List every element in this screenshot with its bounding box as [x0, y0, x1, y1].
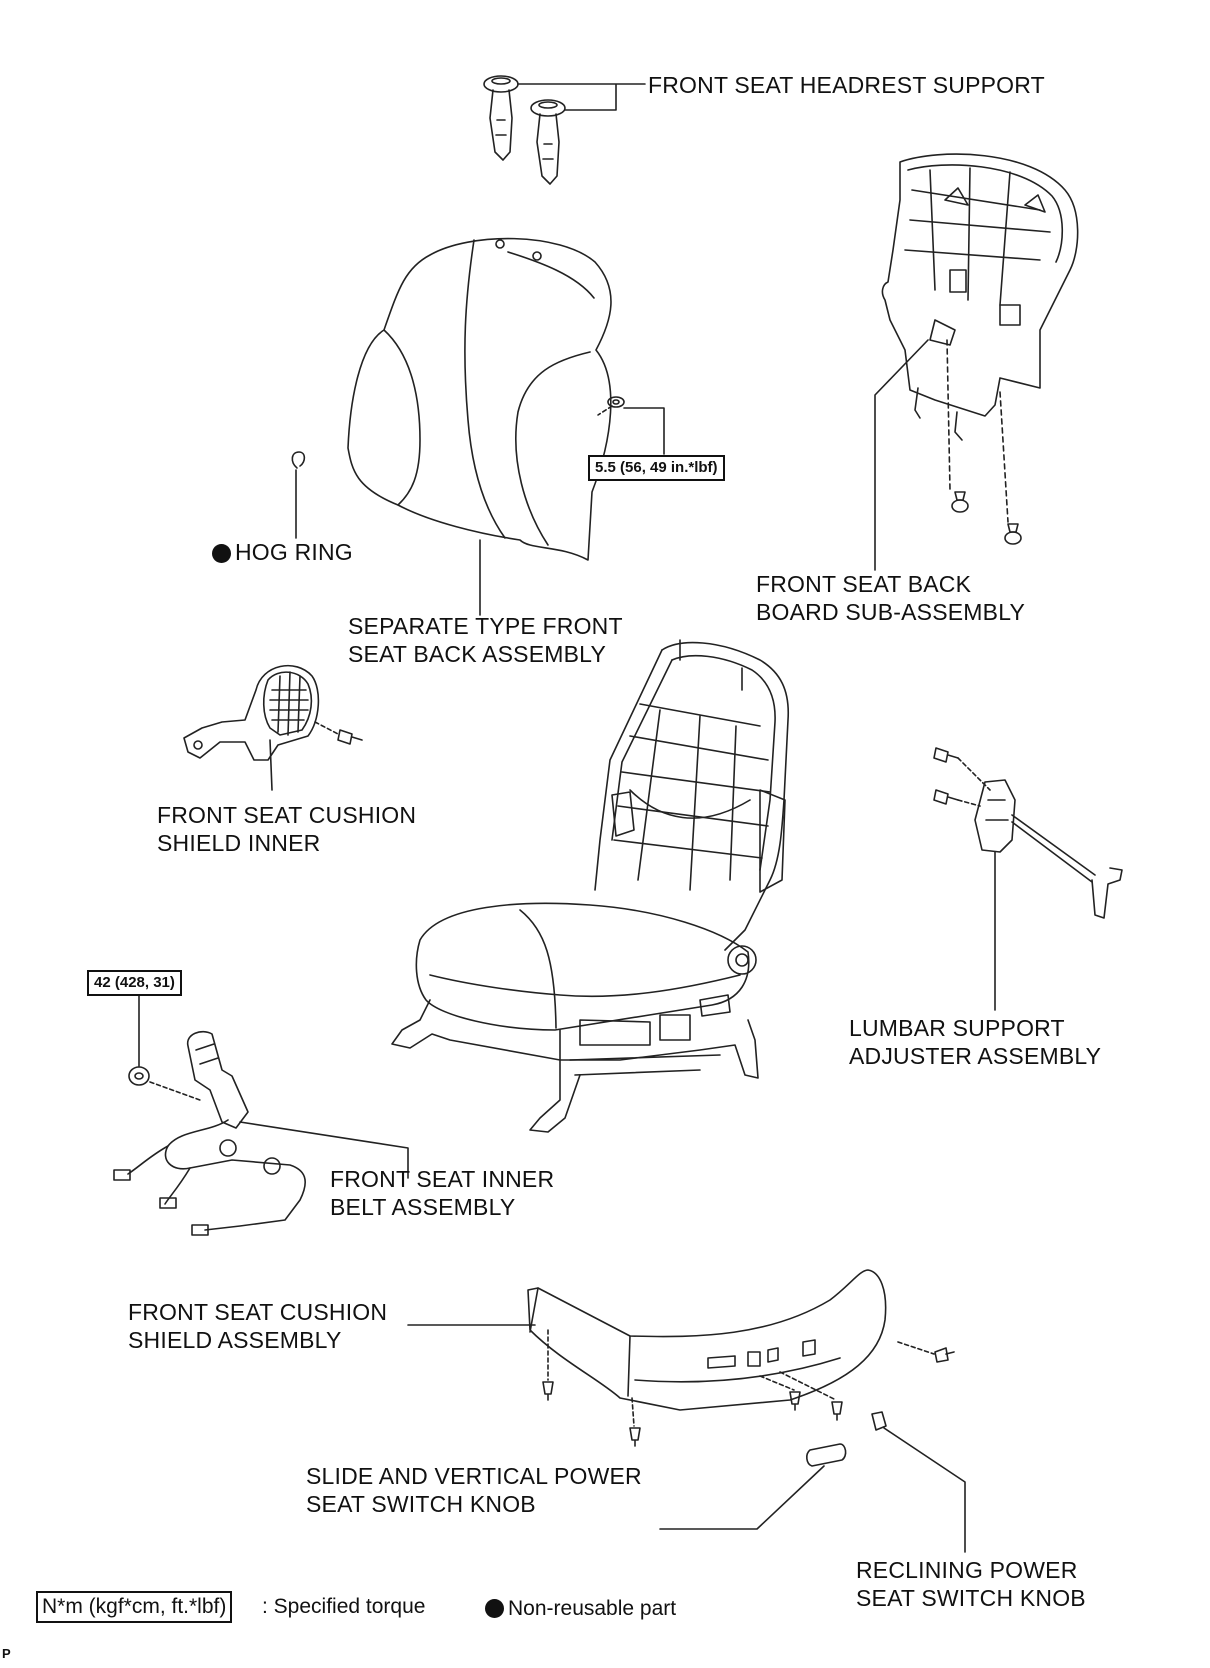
slide-knob	[806, 1443, 847, 1467]
cushion-shield-screws	[542, 1347, 955, 1447]
label-seat-back-line2: SEAT BACK ASSEMBLY	[348, 641, 606, 667]
label-seat-back-line1: SEPARATE TYPE FRONT	[348, 613, 623, 639]
recline-knob	[871, 1411, 887, 1431]
inner-belt	[113, 1030, 306, 1236]
headrest-support-right	[530, 99, 566, 185]
recline-knob-leader	[883, 1427, 966, 1553]
lumbar-screw-2	[933, 789, 959, 805]
label-slide-knob-line1: SLIDE AND VERTICAL POWER	[306, 1463, 642, 1489]
label-recline-knob-line2: SEAT SWITCH KNOB	[856, 1585, 1086, 1611]
label-back-board-line2: BOARD SUB-ASSEMBLY	[756, 599, 1026, 625]
seat-track	[391, 994, 759, 1133]
torque-leader-back	[623, 407, 665, 455]
label-shield-inner-line1: FRONT SEAT CUSHION	[157, 802, 417, 828]
label-hog-ring: HOG RING	[212, 538, 353, 567]
seat-back-cover	[347, 237, 612, 561]
label-headrest-support: FRONT SEAT HEADREST SUPPORT	[648, 72, 1045, 98]
belt-nut	[128, 1066, 150, 1086]
back-board	[881, 153, 1079, 441]
headrest-support-left	[483, 75, 519, 161]
lumbar-screw-1	[933, 747, 959, 763]
legend-nonreusable: Non-reusable part	[485, 1595, 676, 1623]
torque-belt-nut: 42 (428, 31)	[87, 970, 182, 996]
cushion-shield-assembly	[407, 1269, 887, 1411]
non-reusable-legend-dot-icon	[485, 1599, 504, 1618]
lumbar-adjuster	[974, 779, 1123, 1011]
label-slide-knob-line2: SEAT SWITCH KNOB	[306, 1491, 536, 1517]
label-recline-knob-line1: RECLINING POWER	[856, 1557, 1078, 1583]
legend-torque-box: N*m (kgf*cm, ft.*lbf)	[36, 1591, 233, 1623]
seat-frame	[594, 639, 790, 975]
inner-belt-leader	[239, 1121, 409, 1179]
back-board-leader	[874, 339, 929, 571]
shield-inner-screw	[337, 729, 363, 745]
label-lumbar-line2: ADJUSTER ASSEMBLY	[849, 1043, 1102, 1069]
label-cushion-shield-line2: SHIELD ASSEMBLY	[128, 1327, 342, 1353]
label-inner-belt-line1: FRONT SEAT INNER	[330, 1166, 555, 1192]
headrest-leader	[517, 83, 646, 111]
label-inner-belt-line2: BELT ASSEMBLY	[330, 1194, 516, 1220]
seat-back-nut	[607, 396, 625, 408]
hog-ring	[291, 451, 306, 539]
label-cushion-shield-line1: FRONT SEAT CUSHION	[128, 1299, 388, 1325]
slide-knob-leader	[659, 1465, 825, 1530]
non-reusable-dot-icon	[212, 544, 231, 563]
legend-nonreusable-text: Non-reusable part	[508, 1597, 677, 1620]
label-lumbar-line1: LUMBAR SUPPORT	[849, 1015, 1065, 1041]
back-board-clip-2	[1004, 523, 1022, 545]
corner-code: P	[2, 1646, 11, 1661]
back-board-clip-1	[951, 491, 969, 513]
label-hog-ring-text: HOG RING	[235, 539, 353, 565]
label-back-board-line1: FRONT SEAT BACK	[756, 571, 972, 597]
legend-torque-desc: : Specified torque	[262, 1595, 426, 1618]
label-shield-inner-line2: SHIELD INNER	[157, 830, 321, 856]
seat-cushion	[415, 902, 750, 1031]
torque-seat-back-nut: 5.5 (56, 49 in.*lbf)	[588, 455, 725, 481]
cushion-shield-inner	[183, 664, 320, 791]
